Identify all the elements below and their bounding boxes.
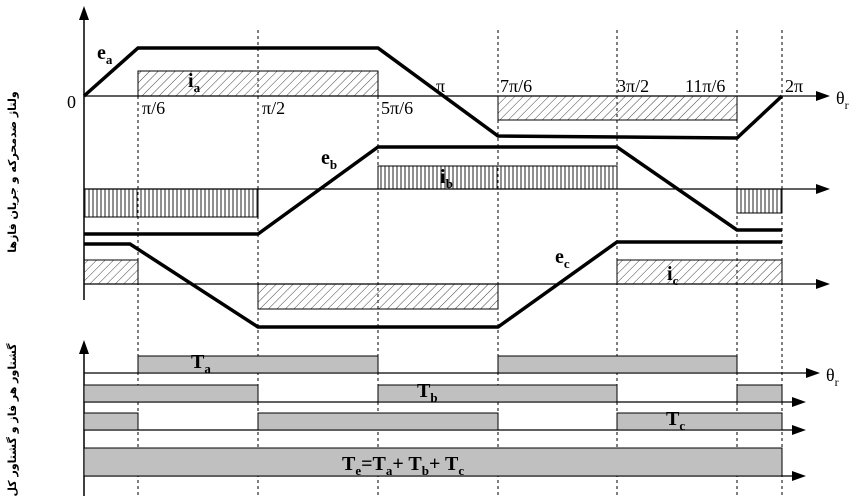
label-11pi6: 11π/6 (685, 76, 725, 96)
torque-tb-bar-2 (377, 384, 618, 403)
emf-eb-curve (84, 145, 782, 236)
emf-labels: ea eb ec (97, 42, 570, 271)
torque-tb-bar-1 (83, 384, 259, 403)
label-ia: ia (188, 70, 201, 95)
label-ec: ec (555, 246, 570, 271)
label-theta-top: θr (836, 88, 849, 112)
current-ia-positive (137, 70, 379, 97)
label-te-equation: Te=Ta+ Tb+ Tc (342, 453, 464, 478)
upper-y-axis (79, 6, 89, 300)
label-pi6: π/6 (142, 98, 165, 118)
label-zero: 0 (67, 92, 76, 112)
label-5pi6: 5π/6 (381, 98, 413, 118)
label-ib: ib (440, 166, 453, 191)
torque-ta-bar-1 (137, 355, 379, 374)
torque-total-bar (83, 447, 783, 477)
emf-ec-curve (84, 240, 782, 329)
back-emf-waveforms (82, 46, 784, 329)
torque-ta-bar-2 (497, 355, 738, 374)
label-ta: Ta (191, 351, 211, 376)
label-ic: ic (667, 263, 679, 288)
label-ea: ea (97, 42, 113, 67)
label-pi: π (436, 76, 445, 96)
current-ic-positive-1 (83, 259, 139, 285)
label-3pi2: 3π/2 (617, 76, 649, 96)
current-ia-negative (497, 95, 738, 121)
current-ib-negative-1 (83, 188, 259, 218)
current-labels: ia ib ic (188, 70, 679, 288)
current-ib-positive (377, 165, 618, 190)
torque-labels: Ta Tb Tc Te=Ta+ Tb+ Tc θr (191, 351, 839, 478)
lower-axis-title: گشتاور هر فاز و گشتاور کل (6, 343, 19, 496)
angle-labels: 0 π/6 π/2 5π/6 π 7π/6 3π/2 11π/6 2π θr (67, 76, 849, 118)
label-tc: Tc (666, 408, 685, 433)
current-ic-positive-2 (616, 259, 783, 285)
label-7pi6: 7π/6 (500, 76, 532, 96)
torque-tb-bar-3 (736, 384, 783, 403)
label-2pi: 2π (785, 76, 803, 96)
torque-tc-bar-1 (83, 412, 139, 431)
label-eb: eb (321, 147, 337, 172)
torque-bars (83, 355, 783, 477)
label-tb: Tb (417, 380, 438, 405)
current-ic-negative (257, 283, 499, 310)
torque-tc-bar-2 (257, 412, 499, 431)
emf-ea-curve (82, 46, 784, 140)
current-ib-negative-2 (736, 188, 783, 214)
upper-axis-title: ولتاژ ضدمحرکه و جریان فازها (6, 91, 19, 253)
label-pi2: π/2 (262, 98, 285, 118)
label-theta-torque: θr (826, 365, 839, 389)
torque-tc-bar-3 (616, 412, 783, 431)
phase-currents (83, 70, 783, 310)
